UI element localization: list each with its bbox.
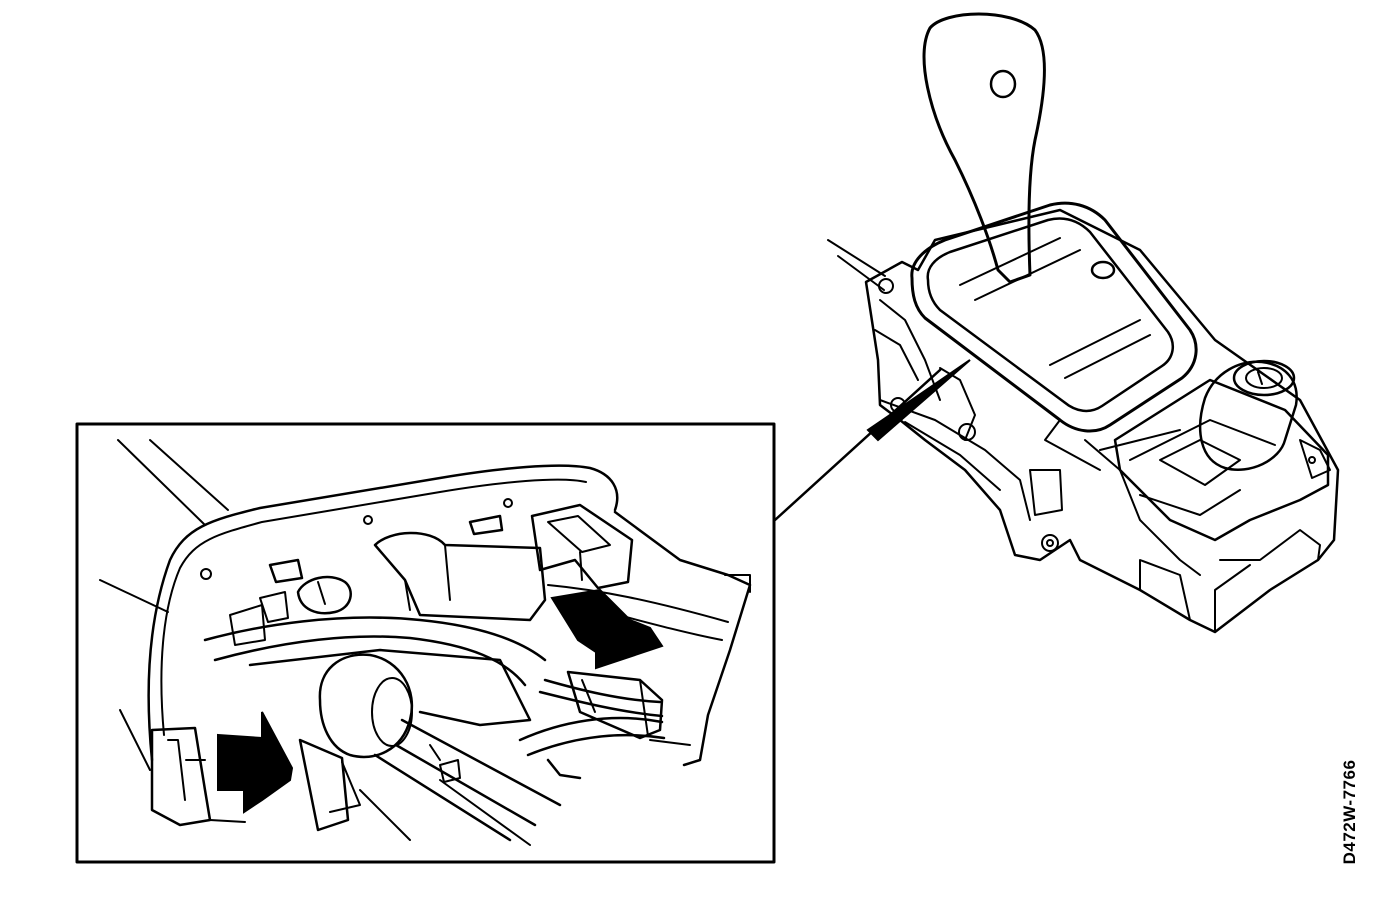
inset-frame <box>75 422 776 864</box>
leader-line <box>773 359 971 522</box>
interlock-unit <box>1113 359 1331 542</box>
left-bracket <box>150 726 246 827</box>
inset-background-lines <box>99 439 531 846</box>
arrow-right-connector <box>550 588 664 670</box>
wiring-harness <box>429 670 666 783</box>
arrow-left-connector <box>217 711 294 814</box>
console-trim-panel <box>147 464 752 767</box>
solenoid-housing <box>229 514 547 646</box>
mounting-bracket <box>864 208 1340 634</box>
mounting-block <box>530 503 634 590</box>
gear-lever <box>922 12 1046 284</box>
detail-inset <box>75 422 776 864</box>
figure-reference-code: D472W-7766 <box>1330 752 1370 872</box>
selector-bezel <box>910 201 1198 471</box>
gear-selector-assembly <box>827 12 1340 634</box>
figure-reference-code-text: D472W-7766 <box>1340 759 1359 865</box>
shift-cable <box>203 616 562 842</box>
trim-panel-lines <box>827 239 886 291</box>
